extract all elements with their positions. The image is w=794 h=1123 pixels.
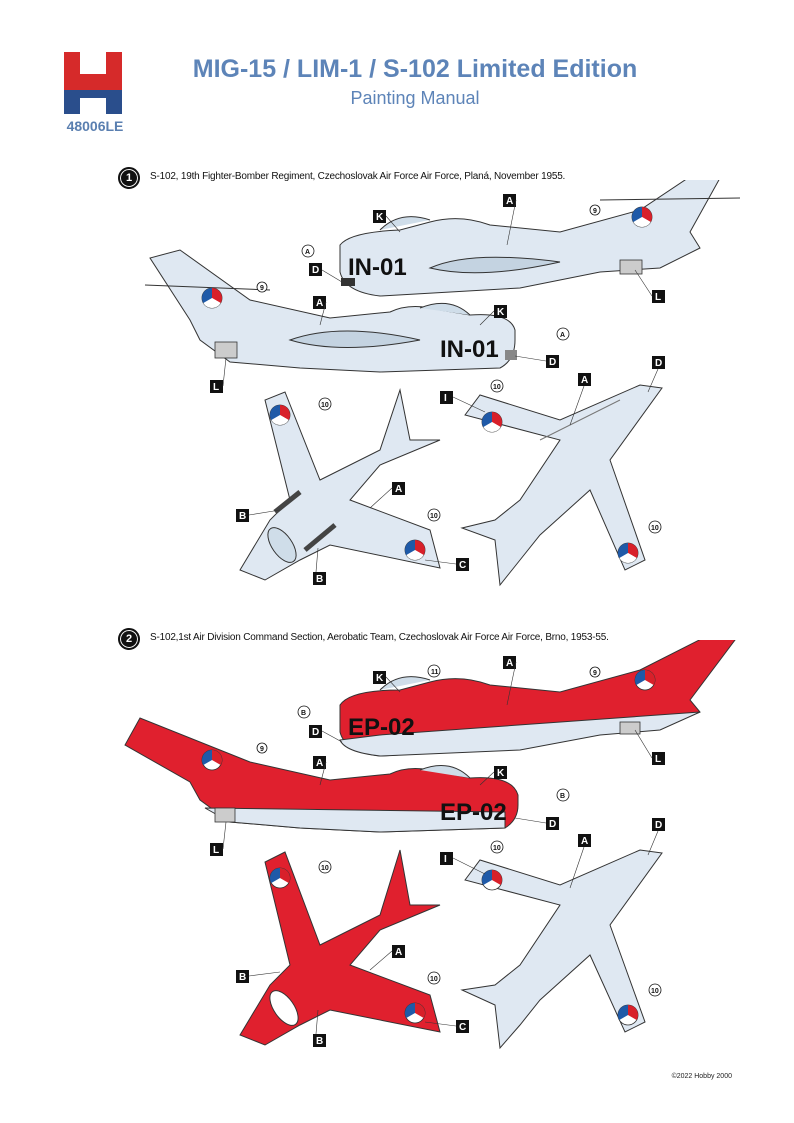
aircraft-profile-port	[144, 249, 516, 373]
callout-circle-10: 10	[321, 402, 329, 409]
scheme-1-number: 1	[118, 167, 140, 189]
callout-circle-10: 10	[493, 384, 501, 391]
callout-k: K	[497, 307, 505, 318]
roundel-icon	[269, 867, 291, 889]
page-title: MIG-15 / LIM-1 / S-102 Limited Edition	[192, 55, 638, 83]
callout-circle-b: B	[560, 793, 565, 800]
aircraft-bottom-view	[460, 384, 663, 587]
roundel-icon	[404, 539, 426, 561]
callout-d: D	[655, 820, 662, 831]
callout-circle-9: 9	[260, 285, 264, 292]
callout-circle-10: 10	[430, 513, 438, 520]
roundel-icon	[634, 669, 656, 691]
scheme-1-artwork: IN-01 IN-01 K A D L A K D L A B B	[144, 180, 741, 587]
callout-circle-9: 9	[593, 670, 597, 677]
callout-a: A	[581, 836, 588, 847]
callout-d: D	[655, 358, 662, 369]
kit-code: 48006LE	[66, 118, 124, 134]
callout-circle-10: 10	[493, 845, 501, 852]
callout-circle-10: 10	[430, 976, 438, 983]
callout-circle-a: A	[560, 332, 565, 339]
callout-a: A	[316, 758, 323, 769]
copyright: ©2022 Hobby 2000	[671, 1073, 732, 1080]
callout-k: K	[376, 673, 384, 684]
callout-c: C	[459, 1022, 466, 1033]
callout-b: B	[316, 1036, 323, 1047]
callout-circle-9: 9	[260, 746, 264, 753]
callout-l: L	[655, 754, 661, 765]
aircraft-code-1b: IN-01	[440, 336, 499, 363]
hobby2000-logo	[64, 52, 122, 114]
callout-circle-a: A	[305, 249, 310, 256]
roundel-icon	[631, 206, 653, 228]
callout-b: B	[239, 511, 246, 522]
callout-i: I	[444, 854, 447, 865]
callout-circle-10: 10	[651, 988, 659, 995]
aircraft-top-view	[239, 388, 441, 581]
scheme-2-number: 2	[118, 628, 140, 650]
callout-d: D	[549, 819, 556, 830]
callout-a: A	[581, 375, 588, 386]
roundel-icon	[269, 404, 291, 426]
roundel-icon	[481, 411, 503, 433]
callout-k: K	[497, 768, 505, 779]
callout-circle-10: 10	[651, 525, 659, 532]
callout-a: A	[395, 484, 402, 495]
callout-l: L	[655, 292, 661, 303]
callout-l: L	[213, 845, 219, 856]
callout-d: D	[549, 357, 556, 368]
page-subtitle: Painting Manual	[350, 88, 480, 108]
aircraft-code-1a: IN-01	[348, 254, 407, 281]
aircraft-code-2b: EP-02	[440, 799, 507, 826]
scheme-1-caption: S-102, 19th Fighter-Bomber Regiment, Cze…	[150, 171, 566, 182]
callout-i: I	[444, 393, 447, 404]
aircraft-bottom-view-2	[460, 849, 663, 1050]
callout-d: D	[312, 265, 319, 276]
callout-a: A	[316, 298, 323, 309]
aircraft-top-view-red	[239, 849, 441, 1046]
callout-c: C	[459, 560, 466, 571]
scheme-2-caption: S-102,1st Air Division Command Section, …	[150, 632, 609, 643]
roundel-icon	[201, 749, 223, 771]
callout-b: B	[316, 574, 323, 585]
callout-k: K	[376, 212, 384, 223]
roundel-icon	[404, 1002, 426, 1024]
callout-circle-11: 11	[431, 669, 439, 676]
callout-circle-9: 9	[593, 208, 597, 215]
aircraft-profile-port-red	[124, 717, 519, 833]
callout-a: A	[506, 658, 513, 669]
callout-circle-b: B	[301, 710, 306, 717]
callout-b: B	[239, 972, 246, 983]
callout-a: A	[395, 947, 402, 958]
callout-l: L	[213, 382, 219, 393]
scheme-2-artwork: EP-02 EP-02 K A D L A K D L A B B C I A …	[124, 640, 736, 1050]
roundel-icon	[201, 287, 223, 309]
callout-circle-10: 10	[321, 865, 329, 872]
roundel-icon	[481, 869, 503, 891]
roundel-icon	[617, 1004, 639, 1026]
callout-a: A	[506, 196, 513, 207]
aircraft-code-2a: EP-02	[348, 714, 415, 741]
callout-d: D	[312, 727, 319, 738]
roundel-icon	[617, 542, 639, 564]
